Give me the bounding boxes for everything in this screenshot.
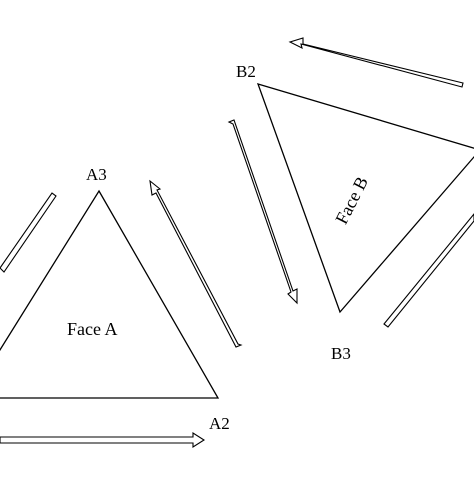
arrow-up-diagonal — [149, 179, 243, 348]
arrow-bottom — [0, 431, 206, 449]
face-a-triangle — [0, 189, 220, 399]
face-b-triangle — [256, 83, 474, 314]
label-b2: B2 — [236, 62, 256, 81]
label-face-b: Face B — [331, 173, 372, 227]
label-b3: B3 — [331, 344, 351, 363]
label-a3: A3 — [86, 165, 107, 184]
arrow-top-left — [288, 37, 464, 88]
arrow-left-edge — [0, 192, 57, 273]
arrow-down-diagonal — [227, 119, 298, 305]
arrow-right-bottom — [383, 213, 474, 328]
label-face-a: Face A — [67, 319, 117, 339]
label-a2: A2 — [209, 414, 230, 433]
